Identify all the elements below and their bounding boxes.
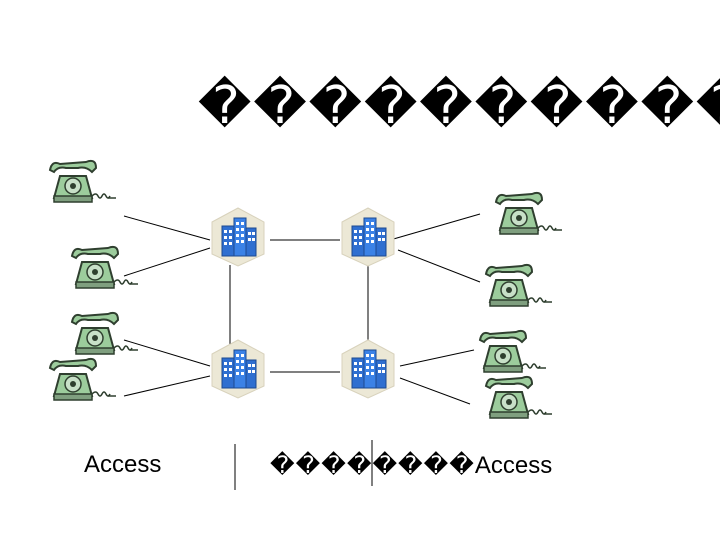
link-phone-2	[123, 247, 211, 277]
trunk-links	[229, 239, 369, 373]
telephone-icon	[49, 357, 117, 401]
link-phone-4	[123, 375, 211, 397]
link-phone-5	[389, 213, 481, 241]
access-label-right: ��������Access	[270, 450, 552, 481]
link-phone-1	[123, 215, 211, 241]
telephone-icon	[485, 375, 553, 419]
office-building-icon	[211, 339, 265, 399]
telephone-icon	[71, 245, 139, 289]
office-building-icon	[341, 339, 395, 399]
link-phone-7	[399, 349, 475, 367]
access-word: Access	[474, 452, 553, 479]
diagram-title: �������������	[198, 76, 720, 136]
telephone-icon	[49, 159, 117, 203]
link-phone-8	[399, 377, 471, 405]
telephone-icon	[495, 191, 563, 235]
telephone-icon	[479, 329, 547, 373]
link-phone-6	[397, 249, 481, 283]
office-building-icon	[211, 207, 265, 267]
telephone-icon	[71, 311, 139, 355]
office-building-icon	[341, 207, 395, 267]
access-label-left: Access	[84, 451, 162, 478]
garbled-text: ��������	[270, 451, 475, 479]
access-links	[123, 213, 481, 405]
link-phone-3	[123, 339, 211, 367]
telephone-icon	[485, 263, 553, 307]
